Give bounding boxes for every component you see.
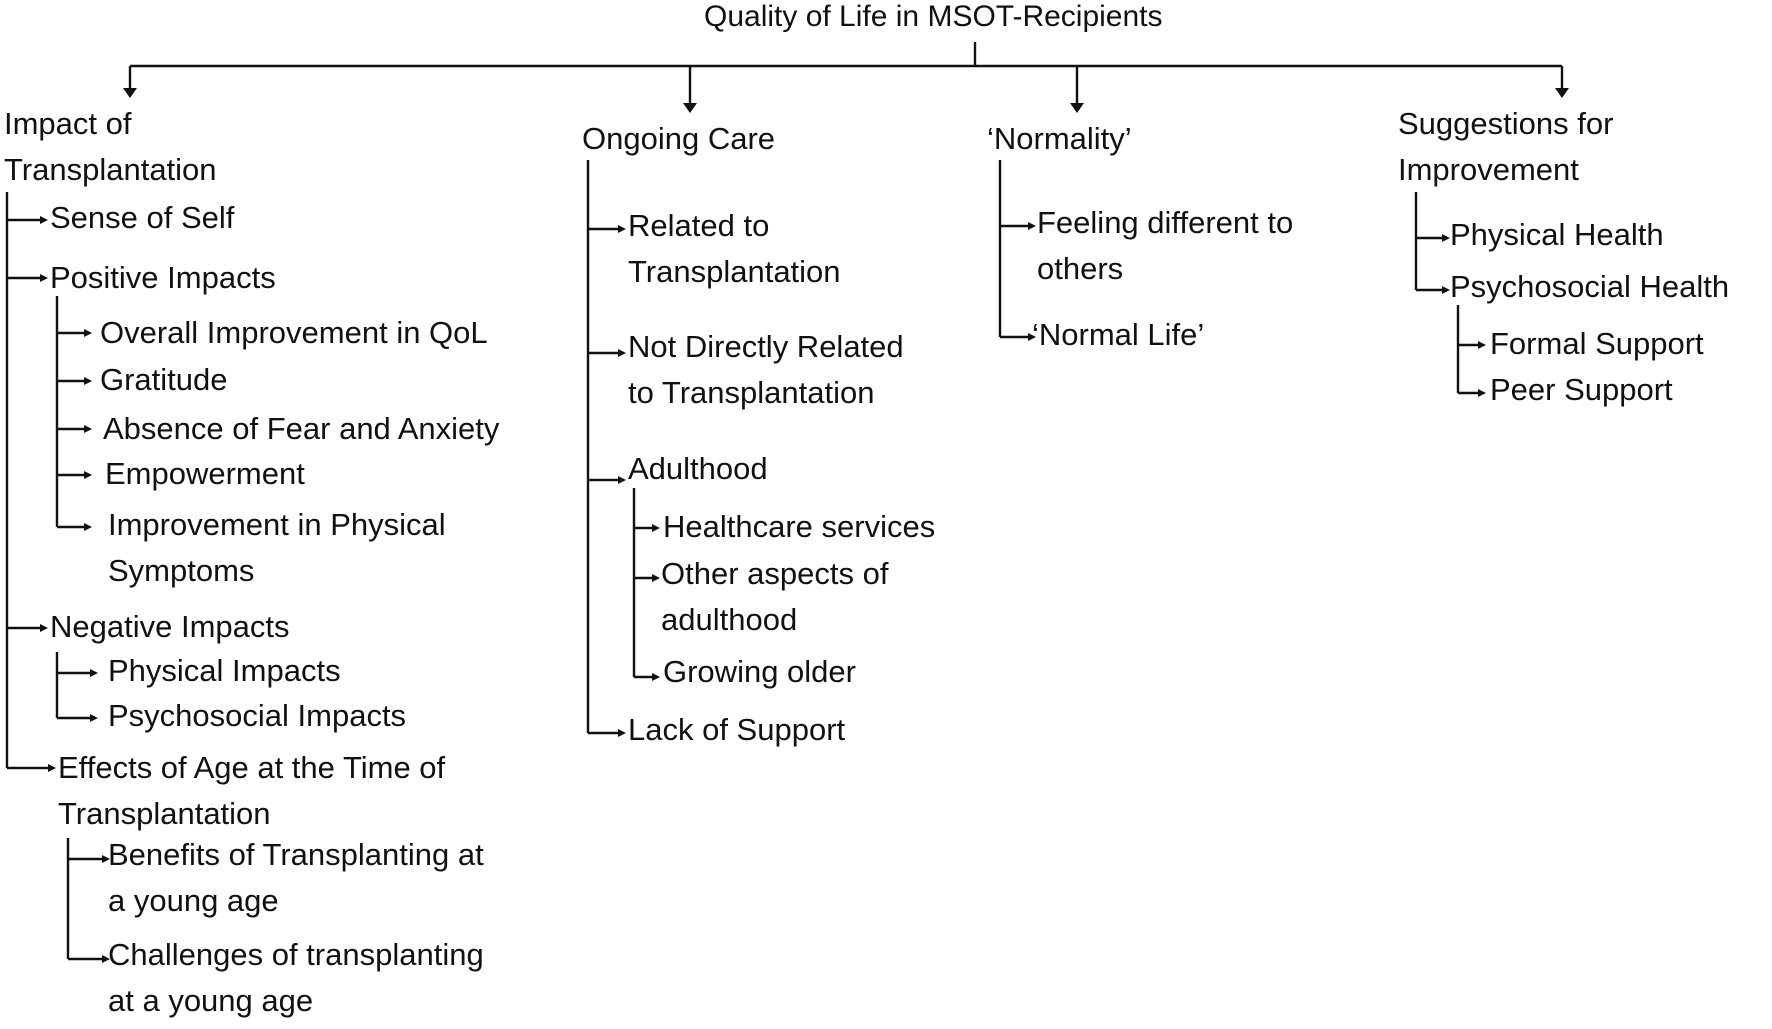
subtheme-age-effects-line1: Effects of Age at the Time of	[58, 750, 446, 785]
subtheme-related-line1: Related to	[628, 208, 770, 243]
code-physical-impacts: Physical Impacts	[108, 653, 341, 688]
code-challenges-line2: at a young age	[108, 983, 314, 1018]
code-growing-older: Growing older	[663, 654, 856, 689]
code-empowerment: Empowerment	[105, 456, 305, 491]
subtheme-psychosocial-health: Psychosocial Health	[1450, 269, 1730, 304]
theme-suggestions-title-line2: Improvement	[1398, 152, 1579, 187]
subtheme-not-related-line1: Not Directly Related	[628, 329, 904, 364]
subtheme-negative-impacts: Negative Impacts	[50, 609, 290, 644]
subtheme-physical-health: Physical Health	[1450, 217, 1664, 252]
theme-suggestions-title-line1: Suggestions for	[1398, 106, 1614, 141]
theme-normality-title: ‘Normality’	[987, 121, 1132, 156]
code-physical-symptoms-line2: Symptoms	[108, 553, 255, 588]
subtheme-sense-of-self: Sense of Self	[50, 200, 235, 235]
subtheme-not-related-line2: to Transplantation	[628, 375, 875, 410]
theme-ongoing-care-title: Ongoing Care	[582, 121, 776, 156]
code-absence-fear: Absence of Fear and Anxiety	[103, 411, 500, 446]
subtheme-normal-life: ‘Normal Life’	[1032, 317, 1205, 352]
code-gratitude: Gratitude	[100, 362, 228, 397]
code-other-aspects-line2: adulthood	[661, 602, 798, 637]
code-challenges-line1: Challenges of transplanting	[108, 937, 484, 972]
subtheme-feeling-different-line1: Feeling different to	[1037, 205, 1294, 240]
code-overall-improvement: Overall Improvement in QoL	[100, 315, 488, 350]
code-peer-support: Peer Support	[1490, 372, 1673, 407]
subtheme-age-effects-line2: Transplantation	[58, 796, 271, 831]
code-other-aspects-line1: Other aspects of	[661, 556, 889, 591]
root-node: Quality of Life in MSOT-Recipients	[704, 0, 1163, 33]
subtheme-adulthood: Adulthood	[628, 451, 768, 486]
subtheme-lack-of-support: Lack of Support	[628, 712, 846, 747]
code-healthcare-services: Healthcare services	[663, 509, 936, 544]
code-benefits-line2: a young age	[108, 883, 279, 918]
theme-impact-title-line2: Transplantation	[4, 152, 217, 187]
subtheme-feeling-different-line2: others	[1037, 251, 1124, 286]
code-benefits-line1: Benefits of Transplanting at	[108, 837, 484, 872]
subtheme-positive-impacts: Positive Impacts	[50, 260, 276, 295]
code-formal-support: Formal Support	[1490, 326, 1704, 361]
subtheme-related-line2: Transplantation	[628, 254, 841, 289]
theme-impact-title-line1: Impact of	[4, 106, 132, 141]
code-physical-symptoms-line1: Improvement in Physical	[108, 507, 446, 542]
code-psychosocial-impacts: Psychosocial Impacts	[108, 698, 407, 733]
